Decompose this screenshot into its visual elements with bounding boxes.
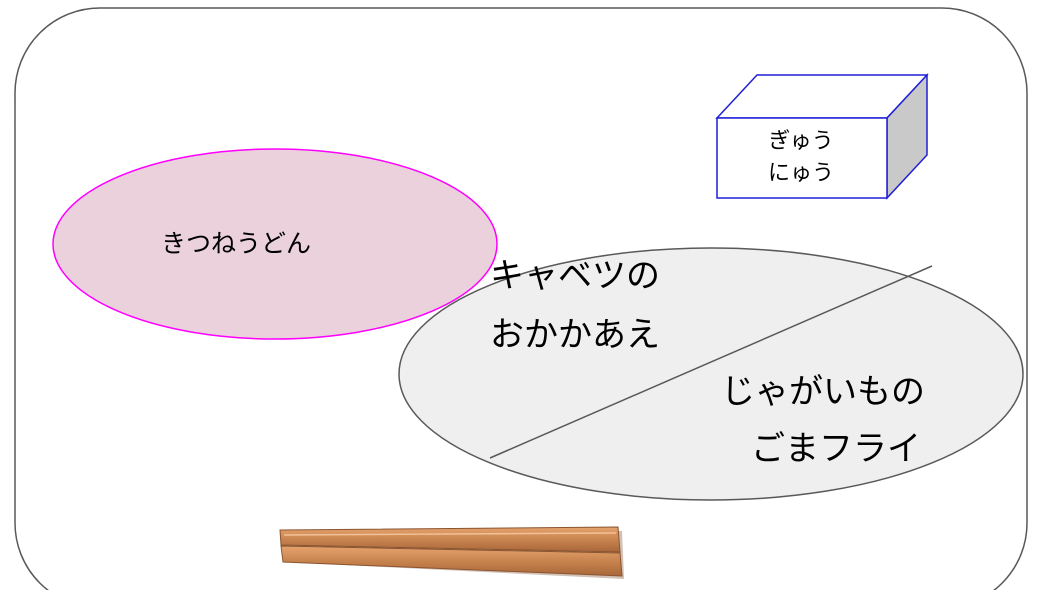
chopsticks-icon [279, 526, 624, 579]
milk-label-line2: にゅう [768, 161, 834, 186]
side-dish-divider [489, 265, 933, 459]
udon-label: きつねうどん [161, 229, 311, 258]
side-a-label-line1: キャベツの [490, 256, 660, 296]
side-a-label-line2: おかかあえ [490, 315, 660, 355]
chopstick-bottom [280, 545, 623, 577]
side-dish-plate-shape [398, 247, 1024, 501]
milk-carton-front [716, 117, 888, 199]
udon-bowl-shape [52, 148, 498, 340]
udon-bowl: きつねうどん [52, 148, 498, 340]
milk-label-line1: ぎゅう [768, 129, 833, 154]
side-b-label-line2: ごまフライ [751, 429, 921, 469]
milk-carton: ぎゅう にゅう [715, 73, 929, 200]
side-b-label-line1: じゃがいもの [721, 372, 925, 412]
chopstick-highlight [283, 532, 617, 536]
side-dish-plate: キャベツの おかかあえ じゃがいもの ごまフライ [398, 247, 1024, 501]
